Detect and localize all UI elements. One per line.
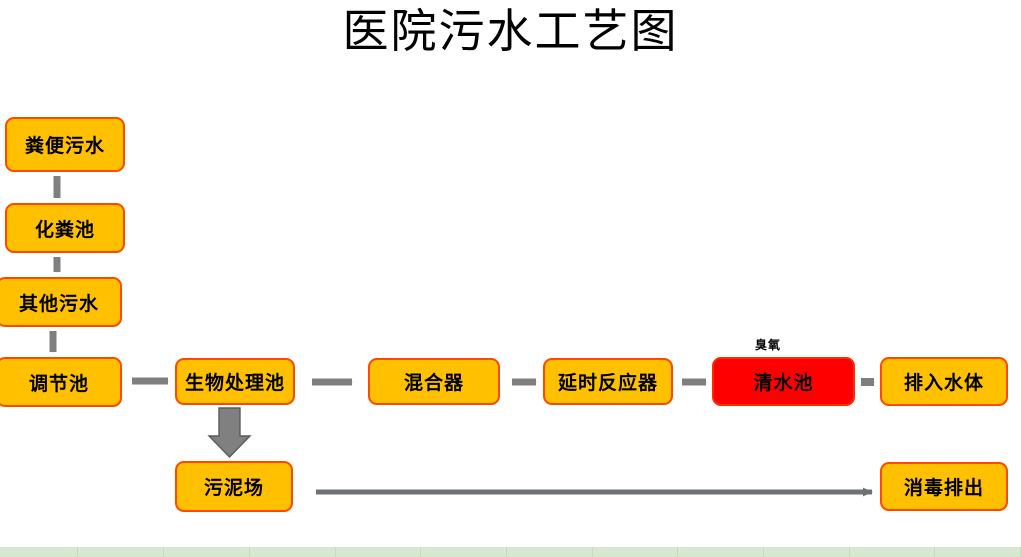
node-label: 粪便污水	[24, 135, 105, 157]
sheet-cell	[507, 547, 593, 557]
node-label: 调节池	[28, 372, 89, 395]
node-label: 混合器	[403, 372, 464, 394]
sheet-cell	[935, 547, 1021, 557]
node-disinfect-out[interactable]: 消毒排出	[880, 462, 1008, 511]
node-bio-treatment[interactable]: 生物处理池	[175, 358, 295, 405]
sheet-cell	[678, 547, 764, 557]
node-septic-tank[interactable]: 化粪池	[5, 203, 125, 253]
node-label: 消毒排出	[903, 477, 984, 499]
sheet-cell	[0, 547, 79, 557]
node-label: 延时反应器	[557, 372, 658, 394]
sheet-cell	[164, 547, 250, 557]
node-label: 清水池	[753, 372, 814, 394]
node-label: 排入水体	[903, 372, 984, 394]
node-regulating-tank[interactable]: 调节池	[0, 357, 122, 407]
node-label: 生物处理池	[184, 372, 285, 394]
page-title: 医院污水工艺图	[0, 2, 1021, 60]
node-mixer[interactable]: 混合器	[368, 358, 500, 405]
node-other-sewage[interactable]: 其他污水	[0, 277, 122, 327]
sheet-cell	[336, 547, 422, 557]
node-feces-sewage[interactable]: 粪便污水	[5, 117, 125, 172]
node-discharge-water[interactable]: 排入水体	[880, 357, 1008, 406]
node-sludge-yard[interactable]: 污泥场	[175, 461, 293, 512]
page-title-text: 医院污水工艺图	[342, 4, 679, 58]
sheet-cell	[764, 547, 850, 557]
sheet-cell	[421, 547, 507, 557]
node-clean-water-tank[interactable]: 清水池	[712, 357, 855, 406]
node-delay-reactor[interactable]: 延时反应器	[543, 358, 673, 405]
node-label: 化粪池	[34, 218, 95, 241]
arrow-bio-to-sludge	[207, 407, 252, 459]
spreadsheet-row-strip	[0, 547, 1021, 557]
node-label: 其他污水	[18, 292, 99, 315]
sheet-cell	[593, 547, 679, 557]
sheet-cell	[78, 547, 165, 557]
sheet-cell	[250, 547, 336, 557]
sheet-cell	[850, 547, 936, 557]
annotation-ozone: 臭氧	[755, 338, 782, 352]
node-label: 污泥场	[203, 477, 264, 499]
